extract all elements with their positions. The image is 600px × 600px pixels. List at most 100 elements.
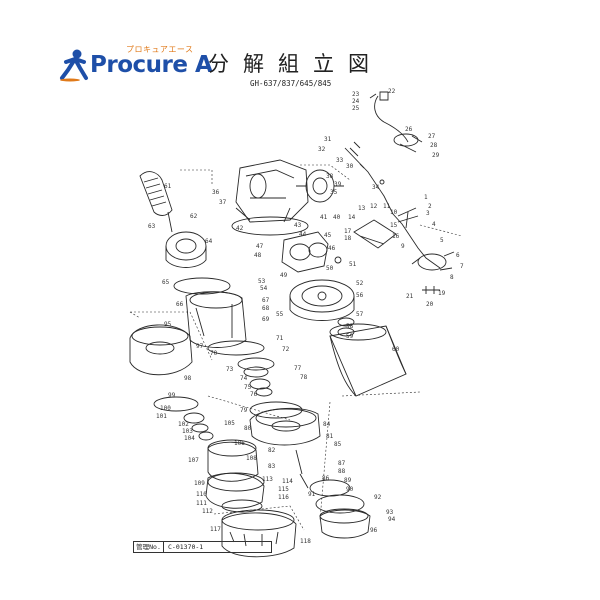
- part-label: 11: [383, 203, 391, 210]
- part-label: 99: [168, 392, 176, 399]
- part-label: 115: [278, 486, 289, 493]
- management-value: C-01370-1: [168, 543, 204, 551]
- procure-a-logo: プロキュアエース Procure A: [58, 44, 218, 86]
- part-label: 42: [236, 225, 244, 232]
- part-label: 87: [338, 460, 346, 467]
- part-label: 36: [212, 189, 220, 196]
- part-label: 46: [328, 245, 336, 252]
- part-label: 105: [224, 420, 235, 427]
- part-label: 90: [346, 486, 354, 493]
- o-ring-46: [308, 242, 328, 258]
- stator-61: [139, 171, 173, 216]
- part-label: 57: [356, 311, 364, 318]
- part-label: 18: [344, 235, 352, 242]
- part-label: 103: [182, 428, 193, 435]
- part-label: 9: [401, 243, 405, 250]
- part-label: 31: [324, 136, 332, 143]
- part-label: 45: [324, 232, 332, 239]
- part-label: 83: [268, 463, 276, 470]
- part-label: 63: [148, 223, 156, 230]
- part-label: 7: [460, 263, 464, 270]
- gasket-70: [207, 340, 265, 356]
- part-label: 80: [244, 425, 252, 432]
- part-label: 24: [352, 98, 360, 105]
- part-label: 100: [160, 405, 171, 412]
- part-label: 53: [258, 278, 266, 285]
- part-label: 118: [300, 538, 311, 545]
- part-label: 27: [428, 133, 436, 140]
- brand-name: Procure A: [90, 52, 213, 78]
- part-label: 26: [405, 126, 413, 133]
- part-label: 48: [254, 252, 262, 259]
- part-label: 110: [196, 491, 207, 498]
- coil-64: [165, 231, 207, 261]
- part-label: 101: [156, 413, 167, 420]
- management-number-box: 管理No. C-01370-1: [133, 541, 272, 553]
- part-label: 44: [299, 231, 307, 238]
- part-label: 73: [226, 366, 234, 373]
- part-label: 91: [308, 491, 316, 498]
- float-ball: [417, 253, 447, 271]
- part-label: 52: [356, 280, 364, 287]
- base-117: [221, 512, 297, 558]
- part-label: 96: [370, 527, 378, 534]
- part-label: 21: [406, 293, 414, 300]
- part-label: 74: [240, 375, 248, 382]
- part-label: 16: [392, 233, 400, 240]
- part-label: 30: [346, 163, 354, 170]
- pump-cover-45: [281, 231, 329, 273]
- part-label: 19: [438, 290, 446, 297]
- model-numbers: GH-637/837/645/845: [250, 79, 332, 88]
- part-label: 54: [260, 285, 268, 292]
- part-label: 106: [234, 440, 245, 447]
- management-label: 管理No.: [134, 542, 164, 552]
- part-label: 22: [388, 88, 396, 95]
- part-label: 72: [282, 346, 290, 353]
- housing-66: [185, 291, 247, 348]
- part-label: 75: [244, 384, 252, 391]
- housing-ring-65: [173, 277, 231, 295]
- part-label: 39: [334, 181, 342, 188]
- part-label: 82: [268, 447, 276, 454]
- discharge-elbow: [235, 159, 309, 223]
- part-label: 32: [318, 146, 326, 153]
- part-label: 25: [352, 105, 360, 112]
- part-label: 102: [178, 421, 189, 428]
- float-cable: [344, 147, 441, 269]
- part-label: 111: [196, 500, 207, 507]
- part-label: 95: [164, 321, 172, 328]
- part-label: 70: [210, 350, 218, 357]
- part-label: 78: [300, 374, 308, 381]
- part-label: 81: [326, 433, 334, 440]
- part-label: 71: [276, 335, 284, 342]
- part-label: 109: [194, 480, 205, 487]
- part-label: 12: [370, 203, 378, 210]
- part-label: 35: [330, 189, 338, 196]
- part-label: 92: [374, 494, 382, 501]
- part-label: 68: [262, 305, 270, 312]
- part-label: 98: [184, 375, 192, 382]
- part-label: 65: [162, 279, 170, 286]
- part-label: 2: [428, 203, 432, 210]
- part-label: 4: [432, 221, 436, 228]
- part-number-labels: 22 23 24 25 26 27 28 29 30 31 32 33 34 1…: [148, 88, 464, 545]
- part-label: 10: [390, 209, 398, 216]
- part-label: 20: [426, 301, 434, 308]
- part-label: 79: [240, 407, 248, 414]
- part-label: 61: [164, 183, 172, 190]
- part-label: 55: [276, 311, 284, 318]
- cable-cover-26: [393, 133, 419, 147]
- part-label: 113: [262, 476, 273, 483]
- part-label: 58: [346, 323, 354, 330]
- part-label: 8: [450, 274, 454, 281]
- part-label: 50: [326, 265, 334, 272]
- part-label: 76: [250, 391, 258, 398]
- part-label: 64: [205, 238, 213, 245]
- part-label: 6: [456, 252, 460, 259]
- part-label: 49: [280, 272, 288, 279]
- part-label: 51: [349, 261, 357, 268]
- part-label: 77: [294, 365, 302, 372]
- part-label: 17: [344, 228, 352, 235]
- part-label: 15: [390, 222, 398, 229]
